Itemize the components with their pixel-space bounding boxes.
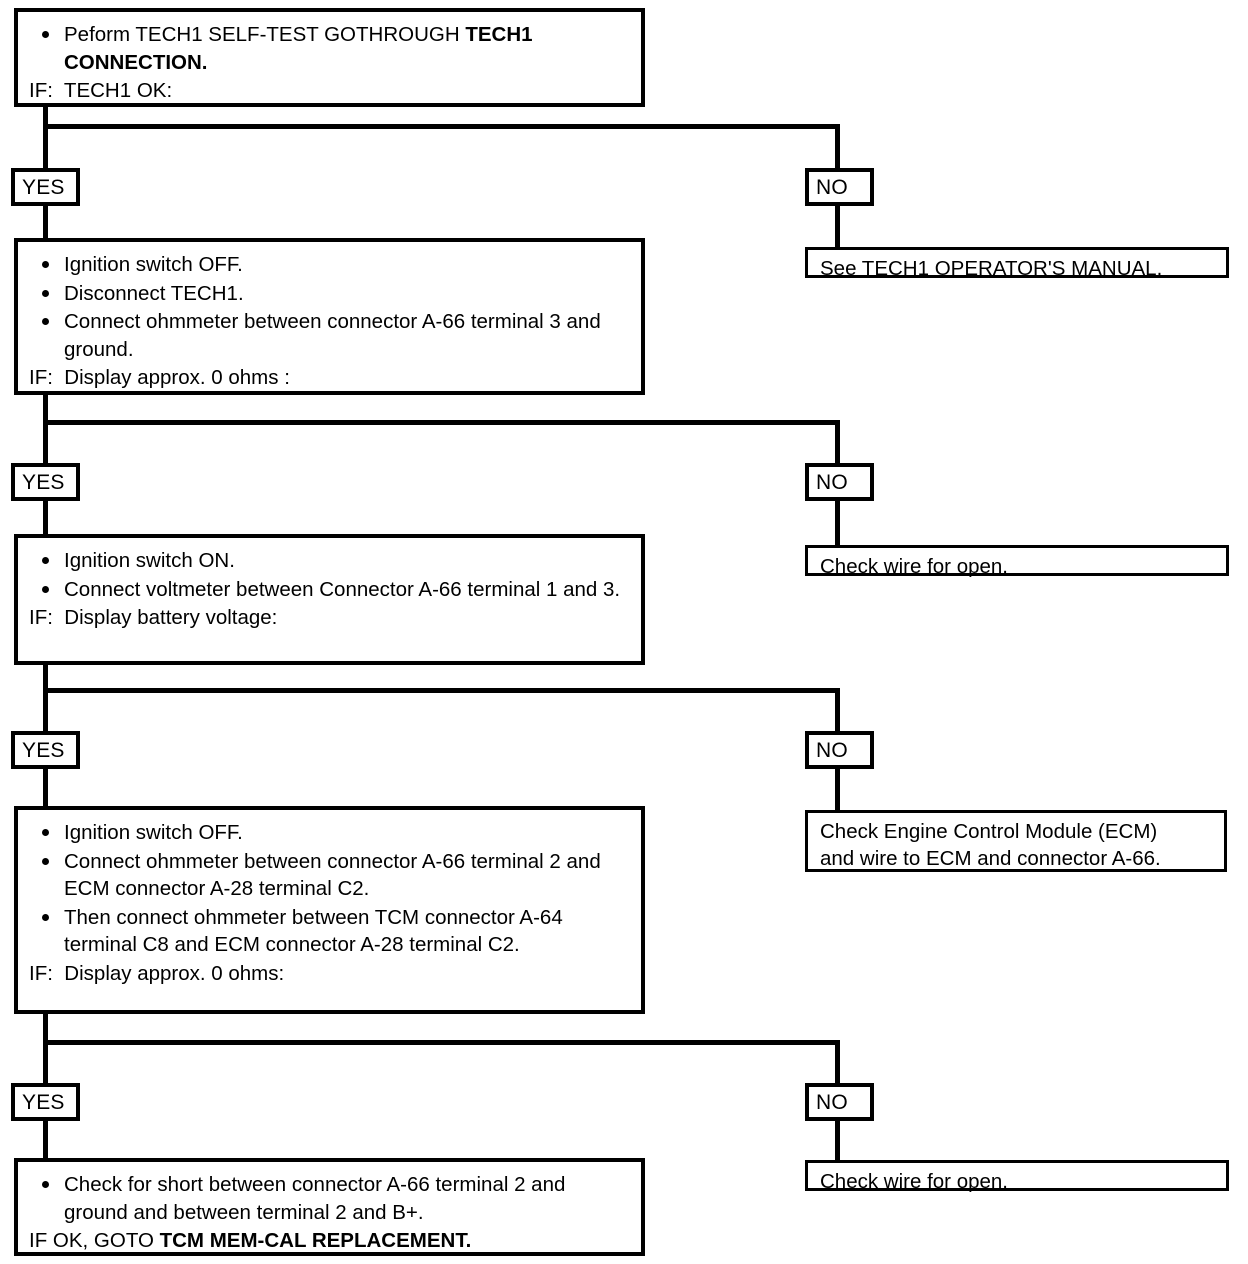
step-4-stem: [43, 1010, 48, 1090]
no-label: NO: [816, 175, 848, 199]
step-2-bullets: Ignition switch OFF. Disconnect TECH1. C…: [28, 251, 631, 363]
list-item: Disconnect TECH1.: [28, 280, 631, 308]
step-4-condition: IF: Display approx. 0 ohms:: [29, 961, 285, 985]
yes-label: YES: [22, 738, 65, 762]
result-check-wire-open-1-box[interactable]: Check wire for open.: [805, 545, 1229, 578]
list-item: Check for short between connector A-66 t…: [28, 1171, 631, 1226]
result-check-ecm-line2: and wire to ECM and connector A-66.: [820, 847, 1161, 871]
step-1-box[interactable]: Peform TECH1 SELF-TEST GOTHROUGH TECH1 C…: [14, 8, 645, 107]
step-2-content: Ignition switch OFF. Disconnect TECH1. C…: [18, 242, 641, 400]
step-1-branch-line: [43, 124, 840, 129]
no-label: NO: [816, 1090, 848, 1114]
step-1-bullets: Peform TECH1 SELF-TEST GOTHROUGH TECH1 C…: [28, 21, 631, 76]
yes-label: YES: [22, 470, 65, 494]
step-4-content: Ignition switch OFF. Connect ohmmeter be…: [18, 810, 641, 995]
no-label: NO: [816, 470, 848, 494]
bullet-text: Ignition switch OFF.: [64, 253, 243, 276]
step-3-yes-link: [43, 767, 48, 807]
step-3-no-drop: [835, 688, 840, 739]
step-3-no-tag[interactable]: NO: [805, 731, 874, 769]
result-check-ecm-content: Check Engine Control Module (ECM) and wi…: [808, 813, 1224, 876]
result-tech1-manual-box[interactable]: See TECH1 OPERATOR'S MANUAL.: [805, 247, 1229, 280]
result-tech1-manual-text: See TECH1 OPERATOR'S MANUAL.: [820, 257, 1163, 280]
step-2-yes-tag[interactable]: YES: [11, 463, 80, 501]
step-3-no-link: [835, 767, 840, 813]
step-2-stem: [43, 391, 48, 471]
bullet-text: Peform TECH1 SELF-TEST GOTHROUGH: [64, 23, 466, 46]
step-2-condition: IF: Display approx. 0 ohms :: [29, 366, 290, 390]
step-3-stem: [43, 661, 48, 741]
bullet-text-bold: TECH1 CONNECTION.: [64, 23, 533, 74]
step-5-condition: IF OK, GOTO TCM MEM-CAL REPLACEMENT.: [28, 1227, 631, 1255]
step-3-bullets: Ignition switch ON. Connect voltmeter be…: [28, 547, 631, 603]
result-check-wire-open-2-box[interactable]: Check wire for open.: [805, 1160, 1229, 1193]
step-5-condition-prefix: IF OK, GOTO: [29, 1229, 160, 1253]
step-4-bullets: Ignition switch OFF. Connect ohmmeter be…: [28, 819, 631, 959]
step-5-condition-bold: TCM MEM-CAL REPLACEMENT.: [159, 1229, 472, 1253]
step-3-box[interactable]: Ignition switch ON. Connect voltmeter be…: [14, 534, 645, 665]
step-1-no-link: [835, 204, 840, 250]
step-4-box[interactable]: Ignition switch OFF. Connect ohmmeter be…: [14, 806, 645, 1014]
step-3-condition: IF: Display battery voltage:: [29, 606, 278, 630]
step-2-box[interactable]: Ignition switch OFF. Disconnect TECH1. C…: [14, 238, 645, 395]
bullet-text: Disconnect TECH1.: [64, 281, 244, 305]
bullet-text: Ignition switch OFF.: [64, 821, 243, 844]
step-4-no-link: [835, 1119, 840, 1163]
step-2-yes-link: [43, 499, 48, 537]
step-3-branch-line: [43, 688, 840, 693]
list-item: Ignition switch OFF.: [28, 251, 631, 279]
bullet-text: Ignition switch ON.: [64, 549, 235, 572]
result-check-wire-open-2-text: Check wire for open.: [820, 1170, 1009, 1193]
bullet-text: Connect ohmmeter between connector A-66 …: [64, 310, 601, 361]
step-5-content: Check for short between connector A-66 t…: [18, 1162, 641, 1263]
list-item: Ignition switch ON.: [28, 547, 631, 575]
step-2-no-tag[interactable]: NO: [805, 463, 874, 501]
step-1-no-drop: [835, 124, 840, 173]
result-check-wire-open-1-text: Check wire for open.: [820, 555, 1009, 578]
list-item: Then connect ohmmeter between TCM connec…: [28, 904, 631, 959]
list-item: Connect ohmmeter between connector A-66 …: [28, 308, 631, 363]
step-1-condition: IF: TECH1 OK:: [29, 79, 173, 103]
step-5-box[interactable]: Check for short between connector A-66 t…: [14, 1158, 645, 1256]
result-check-ecm-line1: Check Engine Control Module (ECM): [820, 820, 1158, 843]
step-2-no-link: [835, 499, 840, 547]
step-5-bullets: Check for short between connector A-66 t…: [28, 1171, 631, 1226]
list-item: Connect ohmmeter between connector A-66 …: [28, 848, 631, 903]
no-label: NO: [816, 738, 848, 762]
yes-label: YES: [22, 175, 65, 199]
step-1-yes-tag[interactable]: YES: [11, 168, 80, 206]
step-1-content: Peform TECH1 SELF-TEST GOTHROUGH TECH1 C…: [18, 12, 641, 113]
step-2-no-drop: [835, 420, 840, 471]
result-check-ecm-box[interactable]: Check Engine Control Module (ECM) and wi…: [805, 810, 1227, 872]
step-4-branch-line: [43, 1040, 840, 1045]
step-3-content: Ignition switch ON. Connect voltmeter be…: [18, 538, 641, 640]
step-2-branch-line: [43, 420, 840, 425]
bullet-text: Then connect ohmmeter between TCM connec…: [64, 905, 563, 957]
bullet-text: Connect voltmeter between Connector A-66…: [64, 577, 621, 601]
list-item: Connect voltmeter between Connector A-66…: [28, 576, 631, 604]
step-4-no-tag[interactable]: NO: [805, 1083, 874, 1121]
step-4-no-drop: [835, 1040, 840, 1090]
step-1-no-tag[interactable]: NO: [805, 168, 874, 206]
list-item: Ignition switch OFF.: [28, 819, 631, 847]
step-4-yes-tag[interactable]: YES: [11, 1083, 80, 1121]
step-4-yes-link: [43, 1119, 48, 1159]
bullet-text: Connect ohmmeter between connector A-66 …: [64, 849, 601, 901]
yes-label: YES: [22, 1090, 65, 1114]
step-3-yes-tag[interactable]: YES: [11, 731, 80, 769]
step-1-yes-link: [43, 204, 48, 242]
step-1-stem: [43, 103, 48, 173]
bullet-text: Check for short between connector A-66 t…: [64, 1173, 566, 1224]
list-item: Peform TECH1 SELF-TEST GOTHROUGH TECH1 C…: [28, 21, 631, 76]
